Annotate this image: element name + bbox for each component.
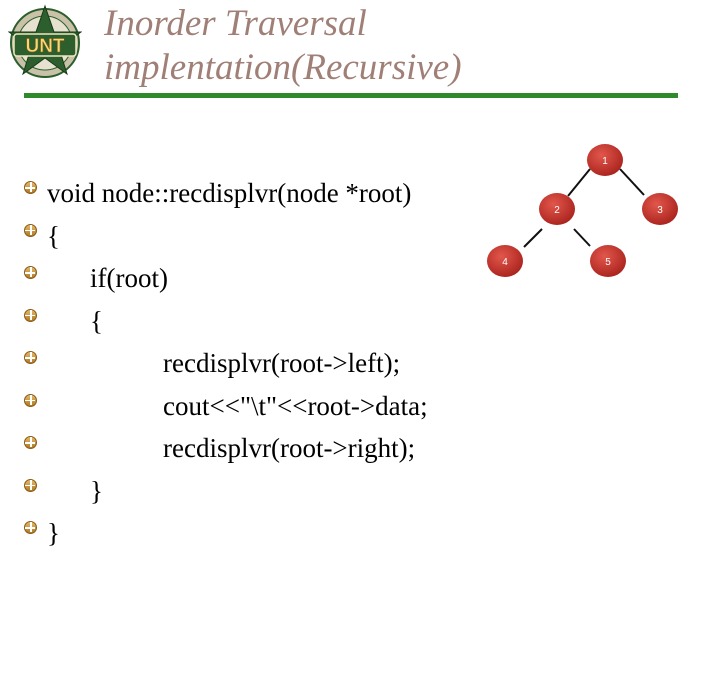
code-line: { bbox=[24, 301, 103, 344]
slide-title: Inorder Traversal implentation(Recursive… bbox=[104, 2, 704, 90]
code-line: recdisplvr(root->right); bbox=[24, 428, 415, 471]
bullet-icon bbox=[24, 521, 37, 534]
tree-edge bbox=[573, 228, 591, 247]
bullet-icon bbox=[24, 308, 37, 322]
bullet-icon bbox=[24, 223, 37, 237]
logo-text: UNT bbox=[25, 36, 64, 57]
code-text: cout<<"\t"<<root->data; bbox=[163, 390, 428, 421]
tree-edge bbox=[523, 228, 543, 248]
code-line: } bbox=[24, 513, 60, 556]
tree-edge bbox=[567, 168, 591, 197]
tree-node-5 bbox=[590, 245, 626, 277]
tree-node-label: 5 bbox=[605, 257, 611, 268]
binary-tree-diagram: 1 2 3 4 5 bbox=[484, 142, 694, 282]
tree-edge bbox=[619, 168, 645, 196]
code-text: recdisplvr(root->left); bbox=[163, 348, 401, 378]
code-line: if(root) bbox=[24, 258, 168, 301]
bullet-icon bbox=[24, 436, 37, 449]
title-divider bbox=[24, 93, 678, 98]
code-text: } bbox=[90, 475, 103, 506]
code-text: } bbox=[47, 518, 60, 548]
code-text: recdisplvr(root->right); bbox=[163, 433, 416, 463]
tree-node-label: 1 bbox=[602, 156, 608, 167]
tree-node-2 bbox=[539, 193, 575, 225]
title-line-1: Inorder Traversal bbox=[104, 3, 367, 44]
code-line: cout<<"\t"<<root->data; bbox=[24, 386, 428, 429]
code-text: void node::recdisplvr(node *root) bbox=[47, 178, 412, 208]
code-text: { bbox=[90, 305, 103, 336]
code-line: recdisplvr(root->left); bbox=[24, 343, 400, 386]
bullet-icon bbox=[24, 393, 37, 407]
tree-node-4 bbox=[487, 245, 523, 277]
bullet-icon bbox=[24, 351, 37, 364]
code-block: void node::recdisplvr(node *root) { if(r… bbox=[24, 173, 428, 556]
code-text: { bbox=[47, 220, 60, 251]
tree-node-label: 3 bbox=[657, 205, 663, 216]
bullet-icon bbox=[24, 181, 37, 194]
code-line: void node::recdisplvr(node *root) bbox=[24, 173, 411, 216]
code-line: } bbox=[24, 471, 103, 514]
bullet-icon bbox=[24, 478, 37, 492]
code-text: if(root) bbox=[90, 263, 168, 293]
code-line: { bbox=[24, 216, 60, 259]
title-line-2: implentation(Recursive) bbox=[104, 47, 462, 88]
tree-node-1 bbox=[587, 144, 623, 176]
bullet-icon bbox=[24, 266, 37, 279]
tree-node-3 bbox=[642, 193, 678, 225]
tree-node-label: 4 bbox=[502, 257, 508, 268]
tree-node-label: 2 bbox=[554, 205, 560, 216]
unt-logo: UNT bbox=[7, 4, 83, 82]
